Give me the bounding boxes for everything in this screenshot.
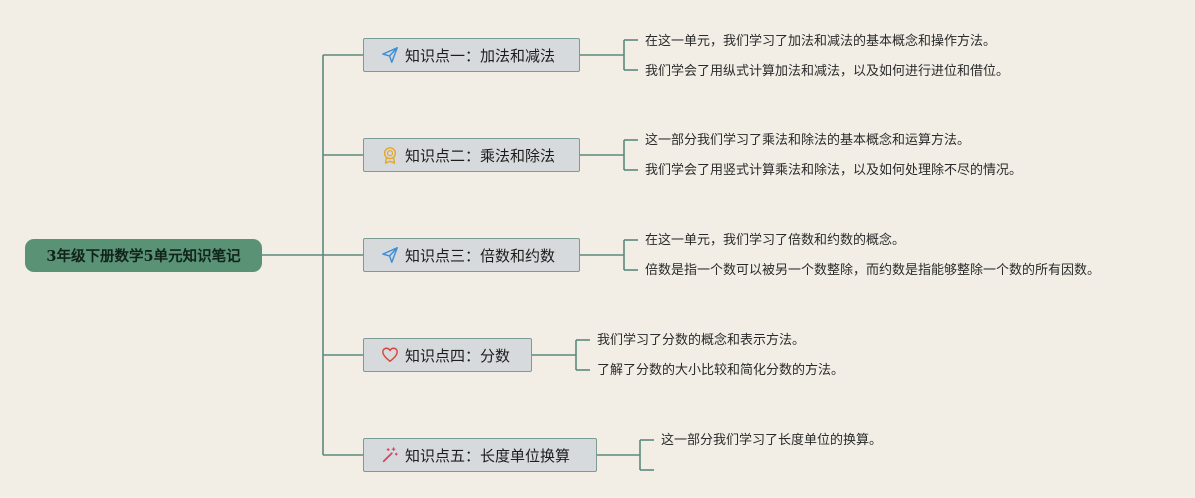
note-1-2: 我们学会了用纵式计算加法和减法，以及如何进行进位和借位。: [645, 64, 1010, 79]
heart-icon: [381, 346, 399, 364]
topic-label: 知识点三：倍数和约数: [405, 246, 556, 265]
award-ribbon-icon: [381, 146, 399, 164]
note-2-1: 这一部分我们学习了乘法和除法的基本概念和运算方法。: [645, 133, 971, 148]
paper-plane-icon: [381, 246, 399, 264]
note-4-1: 我们学习了分数的概念和表示方法。: [597, 333, 806, 348]
topic-label: 知识点四：分数: [405, 346, 511, 365]
note-3-1: 在这一单元，我们学习了倍数和约数的概念。: [645, 233, 906, 248]
topic-label: 知识点二：乘法和除法: [405, 146, 556, 165]
topic-node-4[interactable]: 知识点四：分数: [363, 338, 532, 372]
note-3-2: 倍数是指一个数可以被另一个数整除，而约数是指能够整除一个数的所有因数。: [645, 263, 1101, 278]
root-node[interactable]: 3年级下册数学5单元知识笔记: [25, 239, 262, 272]
paper-plane-icon: [381, 46, 399, 64]
note-1-1: 在这一单元，我们学习了加法和减法的基本概念和操作方法。: [645, 34, 997, 49]
magic-wand-icon: [381, 446, 399, 464]
note-4-2: 了解了分数的大小比较和简化分数的方法。: [597, 363, 845, 378]
root-title: 3年级下册数学5单元知识笔记: [46, 248, 241, 265]
topic-node-3[interactable]: 知识点三：倍数和约数: [363, 238, 580, 272]
topic-node-1[interactable]: 知识点一：加法和减法: [363, 38, 580, 72]
note-5-1: 这一部分我们学习了长度单位的换算。: [661, 433, 883, 448]
note-2-2: 我们学会了用竖式计算乘法和除法，以及如何处理除不尽的情况。: [645, 163, 1023, 178]
topic-label: 知识点一：加法和减法: [405, 46, 556, 65]
topic-node-5[interactable]: 知识点五：长度单位换算: [363, 438, 597, 472]
topic-node-2[interactable]: 知识点二：乘法和除法: [363, 138, 580, 172]
topic-label: 知识点五：长度单位换算: [405, 446, 571, 465]
